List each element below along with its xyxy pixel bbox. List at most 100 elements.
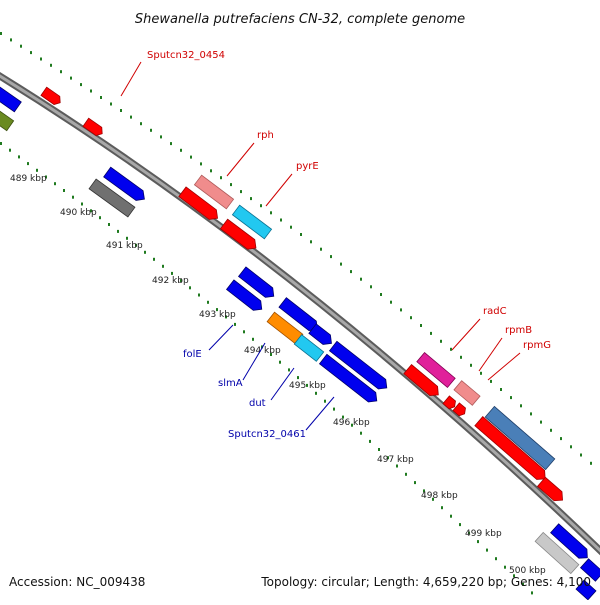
gene-feature[interactable]: [550, 523, 592, 562]
guide-dot: [560, 437, 562, 441]
gene-feature-rph[interactable]: [193, 174, 235, 210]
dotted-guide-tracks: [0, 32, 592, 603]
guide-dot: [510, 396, 512, 400]
guide-dot: [290, 225, 292, 229]
gene-feature[interactable]: [484, 405, 556, 471]
guide-dot: [140, 122, 142, 126]
gene-feature[interactable]: [403, 363, 442, 400]
gene-feature[interactable]: [536, 476, 566, 504]
gene-feature[interactable]: [328, 340, 391, 392]
guide-dot: [380, 293, 382, 296]
gene-label-rph[interactable]: rph: [257, 130, 274, 141]
guide-dot: [495, 557, 497, 561]
guide-dot: [30, 51, 32, 55]
guide-dot: [306, 383, 308, 387]
guide-dot: [468, 531, 470, 535]
gene-feature-sputcn32-0461[interactable]: [318, 353, 381, 405]
guide-dot: [20, 44, 22, 48]
gene-feature[interactable]: [103, 166, 148, 204]
guide-dot: [390, 300, 392, 304]
guide-dot: [520, 404, 522, 408]
gene-feature[interactable]: [237, 266, 278, 301]
guide-dot: [63, 189, 65, 192]
gene-feature-pyre[interactable]: [231, 204, 273, 240]
guide-dot: [108, 223, 110, 226]
gene-feature[interactable]: [219, 218, 259, 253]
gene-feature[interactable]: [0, 85, 22, 113]
guide-dot: [410, 316, 412, 320]
gene-feature[interactable]: [575, 579, 597, 601]
guide-dot: [180, 279, 182, 283]
gene-label-fole[interactable]: folE: [183, 349, 202, 360]
tick-label: 490 kbp: [60, 208, 97, 218]
gene-feature-sputcn32-0454[interactable]: [40, 86, 63, 107]
guide-dot: [360, 277, 362, 281]
guide-dot: [117, 229, 119, 233]
gene-label-sputcn32-0454[interactable]: Sputcn32_0454: [147, 50, 225, 61]
guide-dot: [243, 330, 245, 334]
gene-feature-dut[interactable]: [293, 334, 325, 362]
guide-dot: [504, 565, 506, 569]
guide-dot: [378, 448, 380, 451]
guide-dot: [207, 300, 209, 304]
gene-label-rpmb[interactable]: rpmB: [505, 325, 532, 336]
guide-dot: [320, 247, 322, 251]
guide-dot: [423, 489, 425, 493]
guide-dot: [135, 243, 137, 247]
guide-dot: [450, 347, 452, 351]
guide-dot: [486, 548, 488, 552]
gene-feature-rpmb[interactable]: [453, 380, 481, 406]
guide-dot: [99, 216, 101, 220]
tick-label: 494 kbp: [244, 346, 281, 356]
gene-label-sputcn32-0461[interactable]: Sputcn32_0461: [228, 429, 306, 440]
guide-dot: [153, 257, 155, 261]
guide-dot: [550, 428, 552, 432]
guide-dot: [432, 497, 434, 501]
gene-feature[interactable]: [308, 323, 335, 348]
gene-features: [0, 85, 600, 601]
guide-dot: [459, 523, 461, 527]
guide-dot: [126, 236, 128, 240]
gene-label-dut[interactable]: dut: [249, 398, 266, 409]
tick-label: 500 kbp: [509, 566, 546, 576]
gene-feature-fole[interactable]: [225, 279, 266, 314]
guide-dot: [279, 360, 281, 364]
guide-dot: [342, 415, 344, 419]
gene-feature[interactable]: [178, 186, 221, 223]
guide-dot: [540, 420, 542, 424]
guide-dot: [144, 250, 146, 254]
gene-feature[interactable]: [579, 558, 600, 582]
gene-feature[interactable]: [452, 402, 468, 418]
guide-dot: [450, 514, 452, 518]
gene-label-pyre[interactable]: pyrE: [296, 161, 319, 172]
guide-dot: [400, 308, 402, 312]
guide-dot: [81, 202, 83, 206]
gene-feature[interactable]: [534, 531, 580, 575]
guide-dot: [171, 271, 173, 275]
gene-feature[interactable]: [88, 178, 136, 218]
gene-feature-rpmg[interactable]: [442, 395, 458, 411]
guide-dot: [40, 57, 42, 61]
guide-dot: [480, 371, 482, 375]
guide-dot: [190, 155, 192, 159]
guide-dot: [170, 142, 172, 146]
guide-dot: [333, 407, 335, 411]
guide-dot: [580, 453, 582, 457]
gene-label-rpmg[interactable]: rpmG: [523, 340, 551, 351]
guide-dot: [288, 368, 290, 372]
gene-feature[interactable]: [474, 416, 549, 484]
guide-dot: [200, 162, 202, 166]
gene-feature[interactable]: [0, 108, 15, 132]
guide-dot: [387, 456, 389, 460]
gene-label-slma[interactable]: slmA: [218, 378, 243, 389]
guide-dot: [280, 218, 282, 222]
guide-dot: [270, 353, 272, 356]
guide-dot: [180, 148, 182, 152]
accession-text: Accession: NC_009438: [9, 575, 145, 589]
guide-dot: [590, 461, 592, 465]
gene-feature-radc[interactable]: [416, 351, 456, 389]
map-title: Shewanella putrefaciens CN-32, complete …: [135, 12, 465, 27]
gene-feature[interactable]: [82, 117, 105, 138]
gene-label-radc[interactable]: radC: [483, 306, 507, 317]
